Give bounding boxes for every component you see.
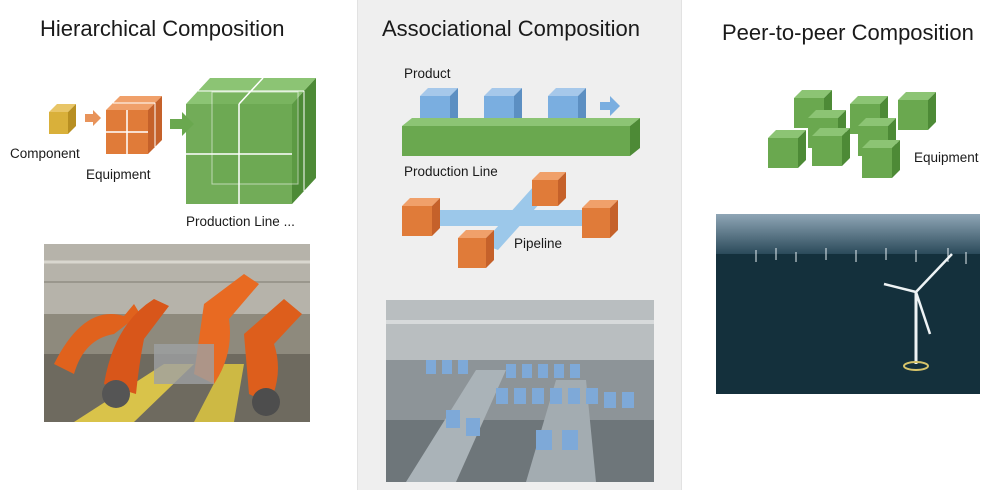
bottling-line-photo	[386, 300, 654, 482]
equipment-cube	[106, 96, 162, 154]
equipment-cube-cluster	[768, 90, 936, 178]
component-cube	[49, 104, 76, 134]
associational-panel: Associational Composition	[357, 0, 682, 490]
pipeline	[422, 186, 592, 250]
associational-title: Associational Composition	[382, 16, 641, 41]
production-line-label: Production Line ...	[186, 214, 295, 229]
equipment-cube	[582, 200, 618, 238]
associational-diagram	[402, 88, 640, 268]
pipeline-label: Pipeline	[514, 236, 563, 251]
equipment-cube	[458, 230, 494, 268]
wind-turbine	[883, 253, 953, 371]
wind-farm-photo	[716, 214, 980, 394]
hierarchical-title: Hierarchical Composition	[40, 16, 285, 41]
equipment-cube	[532, 172, 566, 206]
arrow-icon	[85, 110, 101, 126]
product-arrow-icon	[600, 96, 620, 116]
equipment-label: Equipment	[914, 150, 979, 165]
equipment-label: Equipment	[86, 167, 151, 182]
equipment-cube	[402, 198, 440, 236]
product-label: Product	[404, 66, 451, 81]
peer-to-peer-panel: Peer-to-peer Composition Equipment	[690, 0, 1003, 490]
robot-factory-photo	[44, 244, 310, 422]
production-line-cube	[186, 77, 316, 204]
component-label: Component	[10, 146, 80, 161]
peer-to-peer-diagram	[768, 90, 936, 178]
production-line-conveyor	[402, 118, 640, 156]
production-line-label: Production Line	[404, 164, 498, 179]
hierarchical-panel: Hierarchical Composition	[0, 0, 355, 490]
peer-to-peer-title: Peer-to-peer Composition	[722, 20, 974, 45]
hierarchical-diagram	[49, 77, 316, 204]
